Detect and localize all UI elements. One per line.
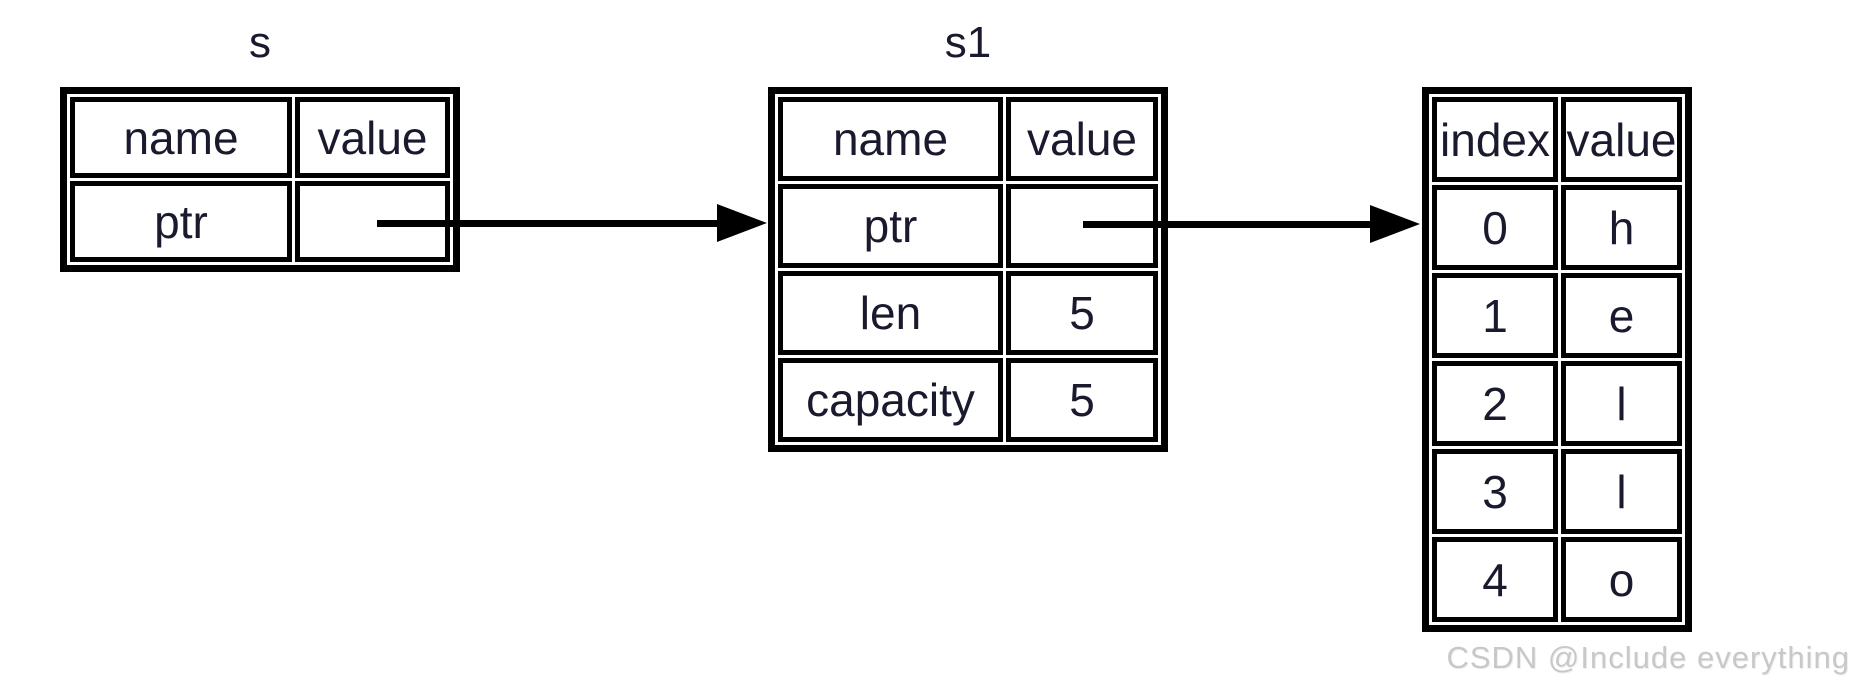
table-s1-header-name: name xyxy=(778,97,1003,181)
table-s1-header-value: value xyxy=(1006,97,1158,181)
table-heap-header-index: index xyxy=(1432,97,1558,182)
heap-value-2: l xyxy=(1561,361,1682,446)
heap-value-4: o xyxy=(1561,537,1682,622)
table-s-header-value: value xyxy=(295,97,450,178)
table-s1-capacity-label: capacity xyxy=(778,358,1003,442)
table-row: 4 o xyxy=(1432,537,1682,622)
table-row: 2 l xyxy=(1432,361,1682,446)
heap-value-0: h xyxy=(1561,185,1682,270)
table-s-title: s xyxy=(249,18,271,67)
arrow-shaft xyxy=(1083,221,1375,228)
table-heap-header-value: value xyxy=(1561,97,1682,182)
table-s1-len-label: len xyxy=(778,271,1003,355)
arrow-shaft xyxy=(377,220,722,227)
heap-value-3: l xyxy=(1561,449,1682,534)
heap-index-1: 1 xyxy=(1432,273,1558,358)
table-s1-header-row: name value xyxy=(778,97,1158,181)
table-s-header-row: name value xyxy=(70,97,450,178)
arrow-head-icon xyxy=(1370,205,1420,243)
csdn-watermark: CSDN @Include everything xyxy=(1446,640,1850,675)
table-s1-len-value: 5 xyxy=(1006,271,1158,355)
table-s-ptr-label: ptr xyxy=(70,181,292,262)
table-row: len 5 xyxy=(778,271,1158,355)
arrow-head-icon xyxy=(717,204,767,242)
table-row: 3 l xyxy=(1432,449,1682,534)
table-s-header-name: name xyxy=(70,97,292,178)
heap-index-2: 2 xyxy=(1432,361,1558,446)
table-row: 1 e xyxy=(1432,273,1682,358)
table-row: 0 h xyxy=(1432,185,1682,270)
table-s1-ptr-label: ptr xyxy=(778,184,1003,268)
table-s1: name value ptr len 5 capacity 5 xyxy=(768,87,1168,452)
heap-value-1: e xyxy=(1561,273,1682,358)
table-s1-capacity-value: 5 xyxy=(1006,358,1158,442)
pointer-arrow-s1-to-heap xyxy=(1083,205,1420,243)
table-heap: index value 0 h 1 e 2 l 3 l 4 o xyxy=(1422,87,1692,632)
table-heap-header-row: index value xyxy=(1432,97,1682,182)
heap-index-0: 0 xyxy=(1432,185,1558,270)
pointer-arrow-s-to-s1 xyxy=(377,204,767,242)
table-s1-title: s1 xyxy=(944,18,992,67)
heap-index-4: 4 xyxy=(1432,537,1558,622)
table-s: name value ptr xyxy=(60,87,460,272)
heap-index-3: 3 xyxy=(1432,449,1558,534)
table-row: capacity 5 xyxy=(778,358,1158,442)
